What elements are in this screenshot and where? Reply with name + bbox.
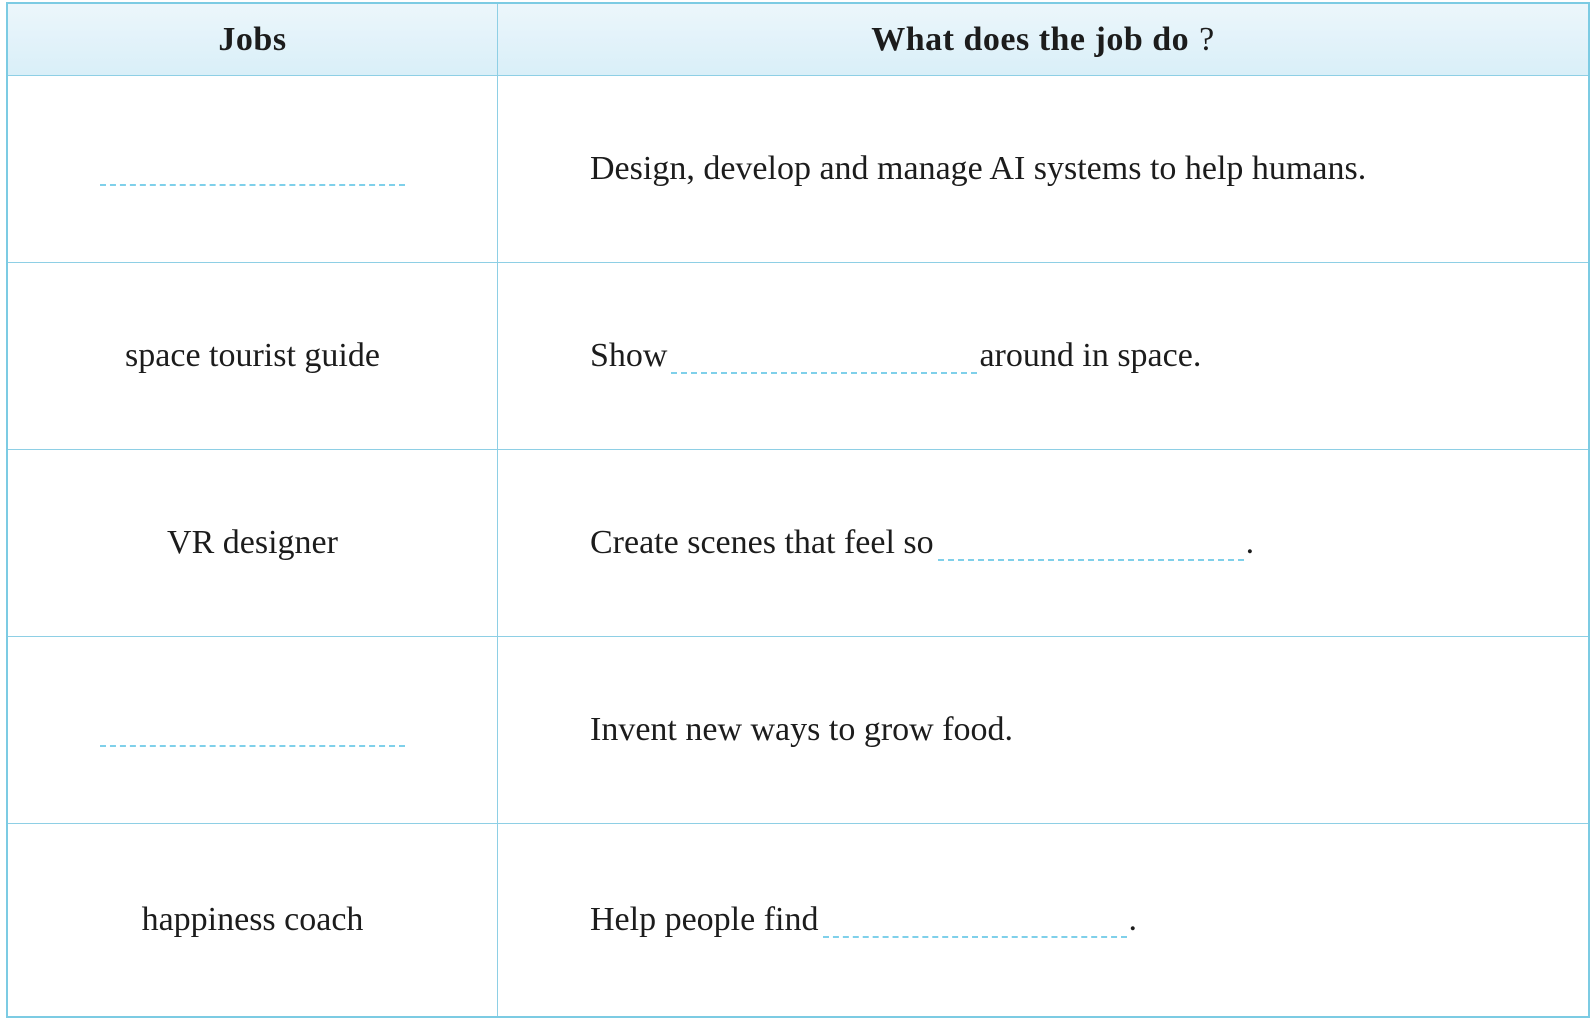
desc-answer-blank-3[interactable] bbox=[937, 525, 1244, 561]
job-cell-1 bbox=[8, 76, 498, 263]
desc-cell-2: Show around in space. bbox=[498, 263, 1588, 450]
job-cell-3: VR designer bbox=[8, 450, 498, 637]
desc-before-5: Help people find bbox=[590, 901, 819, 938]
job-text-5: happiness coach bbox=[141, 901, 364, 938]
desc-cell-5: Help people find . bbox=[498, 824, 1588, 1016]
job-answer-blank-1[interactable] bbox=[100, 176, 405, 186]
jobs-table: Jobs What does the job do ? Design, deve… bbox=[6, 2, 1590, 1018]
job-text-2: space tourist guide bbox=[125, 337, 380, 374]
job-text-3: VR designer bbox=[167, 524, 338, 561]
desc-text-4: Invent new ways to grow food. bbox=[590, 711, 1014, 748]
desc-cell-3: Create scenes that feel so . bbox=[498, 450, 1588, 637]
desc-before-2: Show bbox=[590, 337, 668, 374]
header-question-mark: ? bbox=[1199, 20, 1215, 58]
desc-answer-blank-2[interactable] bbox=[671, 338, 978, 374]
job-cell-2: space tourist guide bbox=[8, 263, 498, 450]
header-jobs-label: Jobs bbox=[218, 20, 287, 58]
desc-cell-4: Invent new ways to grow food. bbox=[498, 637, 1588, 824]
header-jobs: Jobs bbox=[8, 4, 498, 76]
header-what-label: What does the job do bbox=[871, 20, 1190, 58]
desc-after-3: . bbox=[1245, 524, 1255, 561]
desc-after-5: . bbox=[1128, 901, 1138, 938]
desc-answer-blank-5[interactable] bbox=[822, 902, 1127, 938]
job-answer-blank-4[interactable] bbox=[100, 737, 405, 747]
job-cell-4 bbox=[8, 637, 498, 824]
header-what: What does the job do ? bbox=[498, 4, 1588, 76]
desc-before-3: Create scenes that feel so bbox=[590, 524, 934, 561]
desc-cell-1: Design, develop and manage AI systems to… bbox=[498, 76, 1588, 263]
job-cell-5: happiness coach bbox=[8, 824, 498, 1016]
desc-after-2: around in space. bbox=[979, 337, 1202, 374]
desc-text-1: Design, develop and manage AI systems to… bbox=[590, 150, 1367, 187]
